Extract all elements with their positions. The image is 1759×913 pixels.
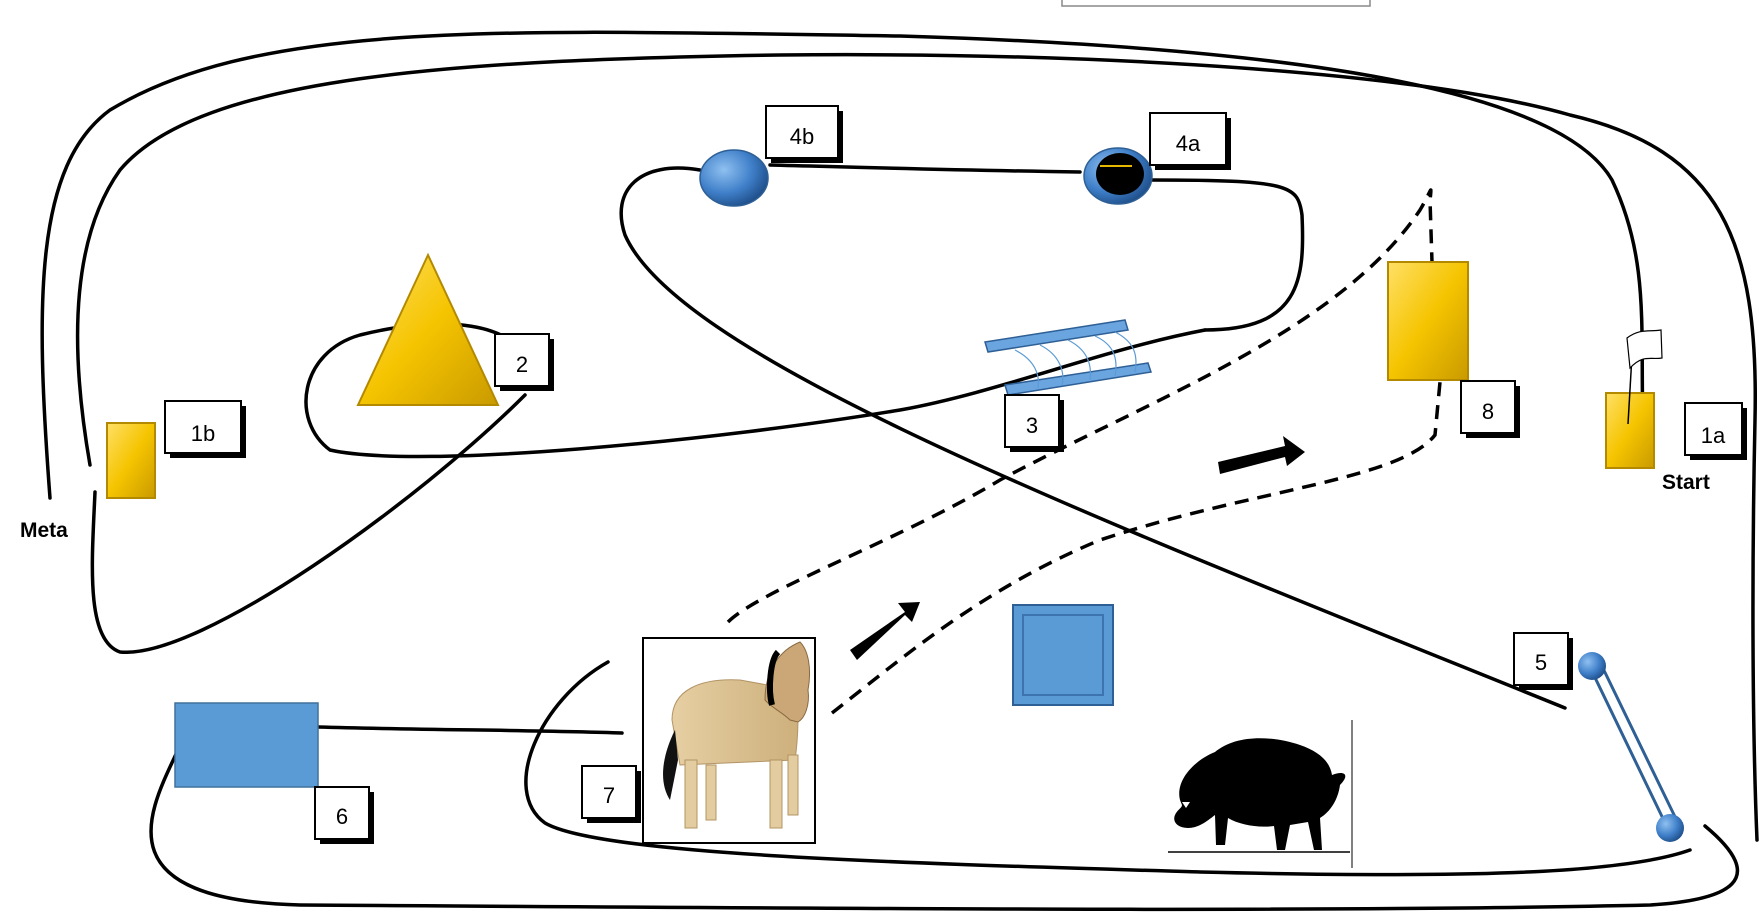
label-box-4a: 4a <box>1149 112 1231 170</box>
path-7-loop <box>524 660 1692 877</box>
label-box-7: 7 <box>581 765 641 823</box>
arrow-icon <box>1218 436 1305 474</box>
blue-square-obstacle <box>1012 604 1114 706</box>
ball-obstacle-4b <box>699 149 769 207</box>
ladder-obstacle <box>984 319 1152 396</box>
blue-rect-obstacle <box>174 702 319 788</box>
station-label-3: 3 <box>1026 413 1038 438</box>
label-box-3: 3 <box>1004 394 1064 452</box>
station-label-8: 8 <box>1482 399 1494 424</box>
ladder-rail-top <box>984 319 1129 353</box>
label-box-6: 6 <box>314 786 374 844</box>
path-4a-to-4b <box>768 163 1082 174</box>
station-label-6: 6 <box>336 804 348 829</box>
label-box-8: 8 <box>1460 380 1520 438</box>
path-dashed-upper <box>726 188 1434 624</box>
path-outer-loop <box>40 30 1645 500</box>
jump-path <box>726 188 1442 715</box>
station-label-1a: 1a <box>1701 423 1726 448</box>
ladder-rail-bottom <box>1004 362 1152 396</box>
pole-obstacle <box>1578 652 1684 842</box>
label-box-2: 2 <box>494 333 554 391</box>
path-4b-around <box>619 166 1567 710</box>
station-label-5: 5 <box>1535 650 1547 675</box>
finish-label: Meta <box>20 519 68 542</box>
label-box-1a: 1a <box>1684 402 1747 460</box>
label-box-4b: 4b <box>765 105 843 163</box>
path-5-to-6 <box>149 750 1740 912</box>
horse-icon <box>642 637 816 844</box>
ball-obstacle-4a <box>1083 147 1153 205</box>
station-label-4b: 4b <box>790 124 814 149</box>
flag-icon <box>1626 329 1663 370</box>
path-inner-loop <box>75 52 1759 842</box>
path-dashed-lower <box>830 381 1442 715</box>
start-pylon <box>1605 392 1655 469</box>
arrow-icon <box>850 436 1305 660</box>
start-marker <box>1605 329 1663 469</box>
path-3-to-4a <box>1128 178 1305 332</box>
label-box-1b: 1b <box>164 400 246 458</box>
start-label: Start <box>1662 471 1710 494</box>
station-label-2: 2 <box>516 352 528 377</box>
top-frame-edge <box>1061 0 1371 7</box>
arrow-icon <box>850 602 920 660</box>
label-box-5: 5 <box>1513 632 1573 690</box>
station-label-7: 7 <box>603 783 615 808</box>
path-6-to-7 <box>316 725 624 735</box>
path-1b-to-2 <box>90 393 527 654</box>
boar-icon <box>1168 720 1353 868</box>
station-label-1b: 1b <box>191 421 215 446</box>
triangle-obstacle <box>356 252 500 406</box>
station-label-4a: 4a <box>1176 131 1201 156</box>
block-obstacle-8 <box>1387 261 1469 381</box>
finish-pylon <box>106 422 156 499</box>
